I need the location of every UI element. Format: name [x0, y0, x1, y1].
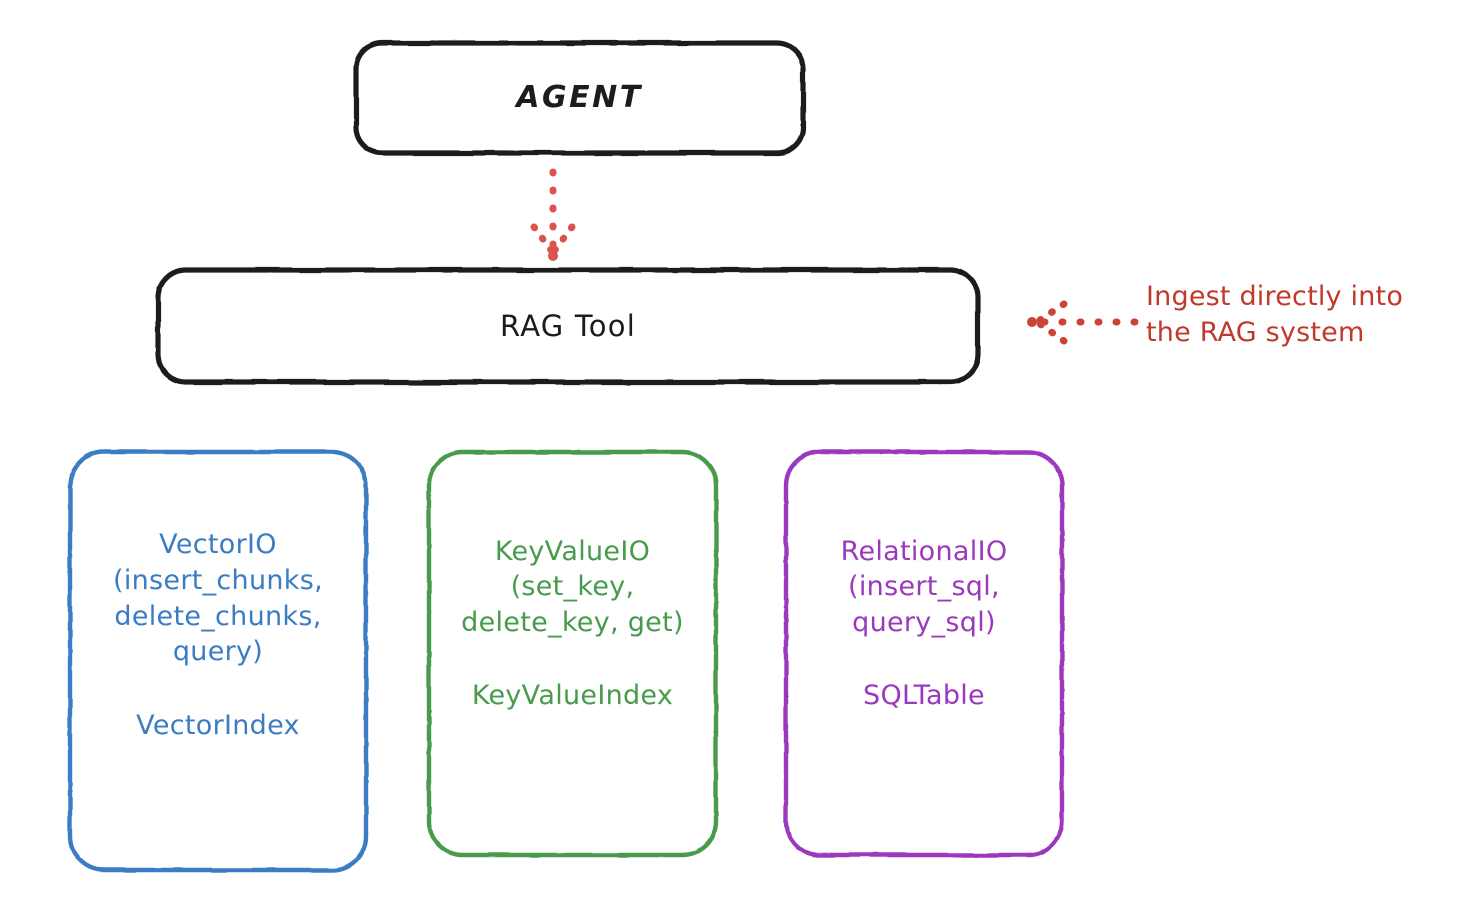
relationalio-api-label: RelationalIO (insert_sql, query_sql)	[840, 535, 1008, 638]
vectorio-index-label: VectorIndex	[136, 709, 300, 741]
ingest-annotation-text: Ingest directly into the RAG system	[1146, 281, 1404, 348]
rag-tool-box[interactable]: RAG Tool	[157, 269, 979, 383]
keyvalueio-index-label: KeyValueIndex	[471, 680, 674, 712]
agent-box[interactable]: AGENT	[355, 42, 804, 154]
ingest-arrow	[1027, 300, 1139, 345]
vectorio-box[interactable]: VectorIO (insert_chunks, delete_chunks, …	[68, 450, 368, 872]
agent-label: AGENT	[516, 80, 643, 116]
vectorio-api-label: VectorIO (insert_chunks, delete_chunks, …	[113, 529, 323, 668]
relationalio-index-label: SQLTable	[863, 680, 985, 712]
agent-to-rag-tool-arrow	[530, 168, 576, 261]
keyvalueio-box[interactable]: KeyValueIO (set_key, delete_key, get) Ke…	[427, 450, 718, 857]
rag-tool-label: RAG Tool	[500, 308, 636, 343]
keyvalueio-api-label: KeyValueIO (set_key, delete_key, get)	[461, 535, 684, 638]
relationalio-box[interactable]: RelationalIO (insert_sql, query_sql) SQL…	[784, 450, 1064, 857]
